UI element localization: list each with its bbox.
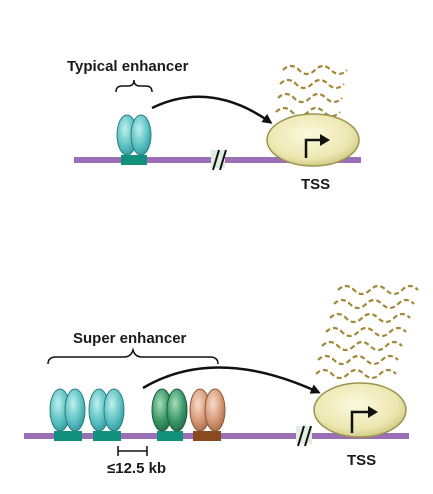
tss-label-top: TSS [301, 176, 331, 193]
enhancer-brace-top [115, 79, 153, 93]
activation-arrow-bottom [142, 366, 321, 394]
super-enhancer-label: Super enhancer [73, 330, 187, 347]
transcription-factor-pair-top [116, 114, 152, 156]
tss-arrow-icon-bottom [350, 406, 378, 433]
enhancer-binding-site-3 [157, 431, 183, 441]
rna-transcripts-bottom [315, 284, 419, 380]
enhancer-binding-site-top [121, 155, 147, 165]
enhancer-binding-site-4 [193, 431, 221, 441]
dna-break-icon-top [211, 149, 227, 171]
tss-label-bottom: TSS [347, 452, 377, 469]
activation-arrow-top [151, 95, 273, 124]
spacing-scale-bar [117, 446, 148, 456]
transcription-factor-pair-2 [88, 388, 125, 432]
enhancer-binding-site-2 [93, 431, 121, 441]
enhancer-brace-bottom [47, 347, 219, 365]
typical-enhancer-label: Typical enhancer [67, 58, 189, 75]
enhancer-binding-site-1 [54, 431, 82, 441]
rna-polymerase-bottom [313, 382, 407, 438]
transcription-factor-pair-3 [151, 388, 188, 432]
tss-arrow-icon-top [304, 134, 330, 158]
transcription-factor-pair-1 [49, 388, 86, 432]
transcription-factor-pair-4 [189, 388, 226, 432]
dna-break-icon-bottom [296, 425, 312, 447]
spacing-label: ≤12.5 kb [107, 460, 167, 477]
rna-transcripts-top [275, 64, 348, 118]
